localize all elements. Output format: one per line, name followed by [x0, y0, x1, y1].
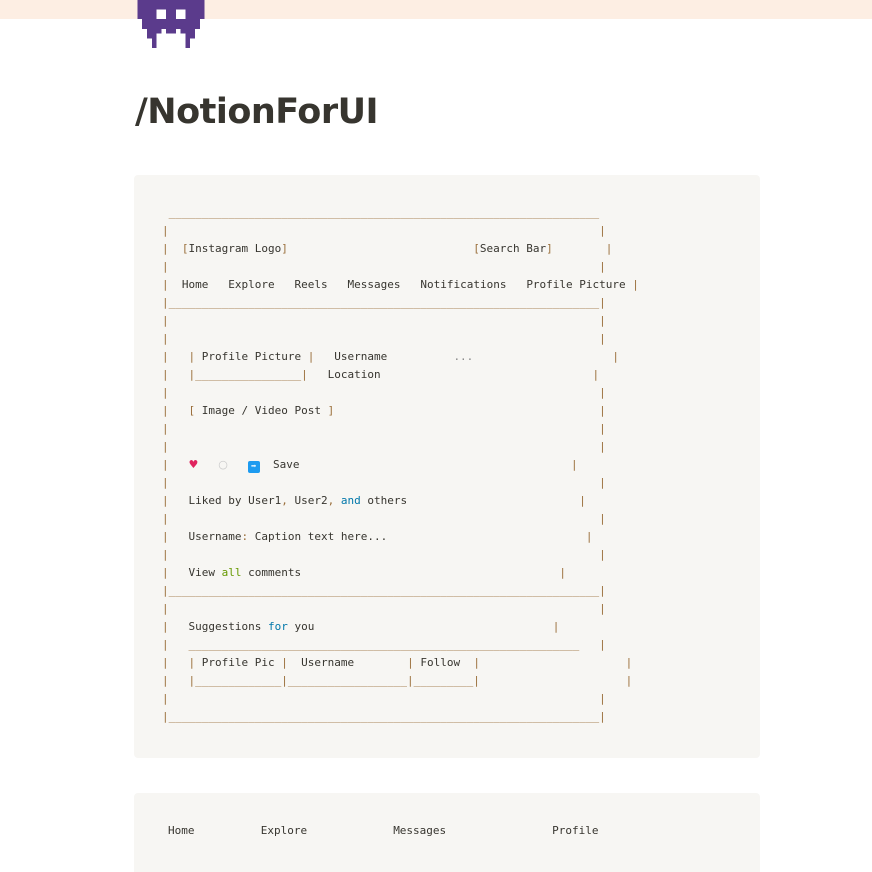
page-title: /NotionForUI: [135, 92, 379, 132]
suggestion-col-follow: Follow: [420, 656, 461, 669]
heart-icon: ♥: [188, 458, 199, 471]
post-profile-picture: Profile Picture: [201, 350, 302, 363]
comment-bubble-icon: ○: [218, 458, 228, 471]
suggestions-for: for: [267, 620, 288, 633]
suggestion-col-username: Username: [301, 656, 355, 669]
save-label: Save: [272, 458, 300, 471]
liked-by-others: others: [367, 494, 408, 507]
view-label: View: [188, 566, 216, 579]
post-media-label: Image / Video Post: [201, 404, 321, 417]
liked-by-and: and: [340, 494, 361, 507]
suggestions-you: you: [294, 620, 315, 633]
post-location: Location: [327, 368, 381, 381]
view-all-label: all: [221, 566, 242, 579]
bottom-nav-explore: Explore: [260, 824, 308, 837]
wireframe-code-block[interactable]: ________________________________________…: [134, 175, 760, 758]
nav-messages: Messages: [347, 278, 401, 291]
bottom-nav-messages: Messages: [393, 824, 447, 837]
nav-reels: Reels: [294, 278, 328, 291]
search-bar-label: Search Bar: [479, 242, 547, 255]
nav-explore: Explore: [228, 278, 275, 291]
nav-notifications: Notifications: [420, 278, 507, 291]
page-cover: [0, 0, 872, 19]
instagram-logo-label: Instagram Logo: [188, 242, 282, 255]
liked-by-user2: User2: [294, 494, 328, 507]
liked-by-text: Liked by User1: [188, 494, 282, 507]
bottom-nav-ascii: Home Explore Messages Profile: [168, 822, 599, 840]
nav-profile-picture: Profile Picture: [526, 278, 626, 291]
share-arrow-icon: ➡: [247, 461, 260, 473]
comments-label: comments: [248, 566, 302, 579]
bottom-nav-code-block[interactable]: Home Explore Messages Profile: [134, 793, 760, 872]
pixel-invader-icon[interactable]: [136, 0, 206, 48]
bottom-nav-profile: Profile: [552, 824, 599, 837]
suggestions-label: Suggestions: [188, 620, 262, 633]
caption-text: Caption text here...: [254, 530, 388, 543]
suggestion-col-pic: Profile Pic: [201, 656, 275, 669]
nav-home: Home: [181, 278, 209, 291]
post-username: Username: [334, 350, 388, 363]
post-more-icon: ...: [453, 350, 474, 363]
caption-username: Username: [188, 530, 242, 543]
bottom-nav-home: Home: [168, 824, 195, 837]
wireframe-ascii: ________________________________________…: [162, 206, 639, 723]
